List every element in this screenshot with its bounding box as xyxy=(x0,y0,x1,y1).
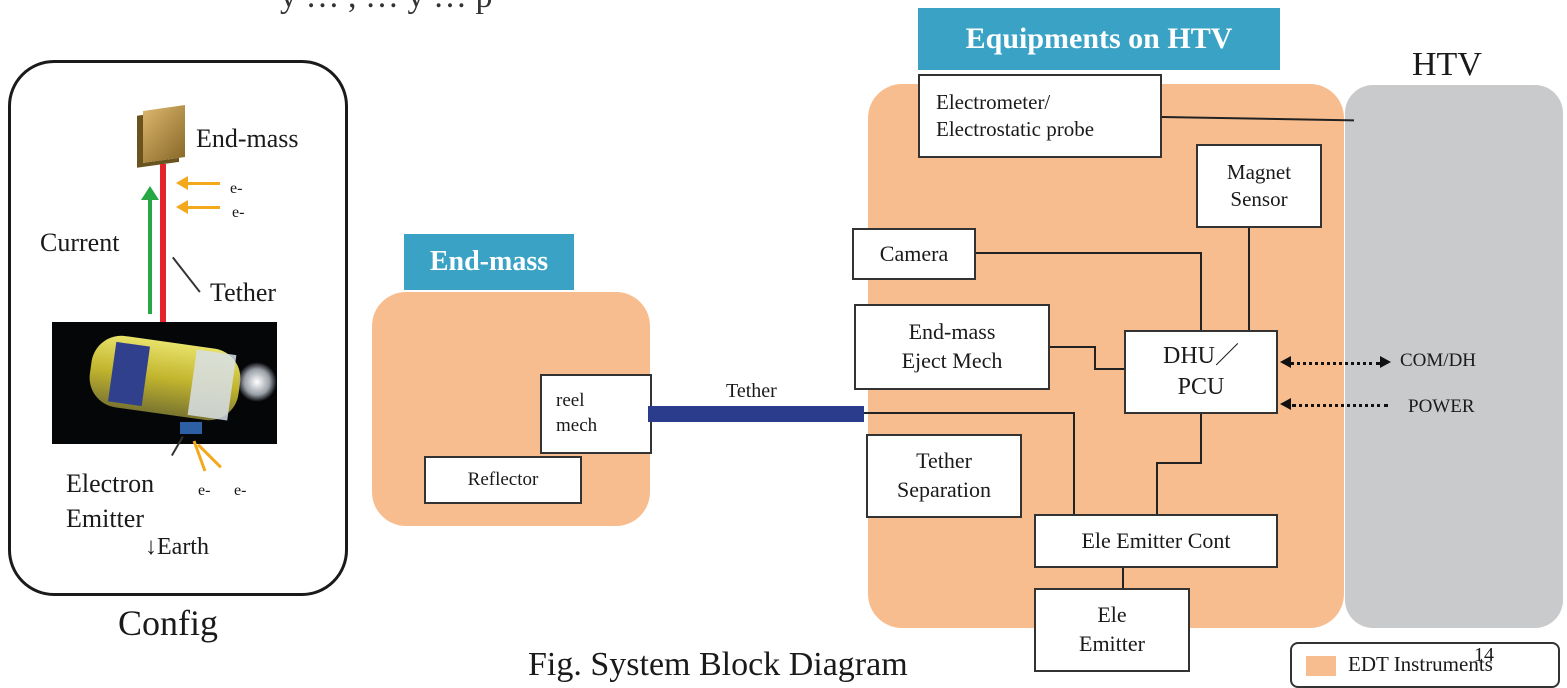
ele-emitter-box: Ele Emitter xyxy=(1034,588,1190,672)
connector-camera-v xyxy=(1200,252,1202,332)
power-label: POWER xyxy=(1408,396,1475,418)
connector-magnet-v xyxy=(1248,226,1250,332)
legend-label: EDT Instruments xyxy=(1348,652,1493,677)
connector-eject-h2 xyxy=(1094,368,1126,370)
connector-emitter-v xyxy=(1122,566,1124,590)
current-arrow-head-icon xyxy=(141,186,159,200)
dhu-pcu-box: DHU／ PCU xyxy=(1124,330,1278,414)
current-arrow-icon xyxy=(148,194,152,314)
com-dh-arrow-right-icon xyxy=(1380,356,1391,368)
magnet-sensor-box: Magnet Sensor xyxy=(1196,144,1322,228)
equipments-title-bar: Equipments on HTV xyxy=(918,8,1280,70)
electron-arrow-icon xyxy=(184,206,220,209)
reel-mech-box: reel mech xyxy=(540,374,652,454)
connector-eject-h1 xyxy=(1048,346,1096,348)
electron-arrow-head-icon xyxy=(176,200,188,214)
config-tether-label: Tether xyxy=(210,278,276,308)
power-dotted-line xyxy=(1292,404,1388,407)
connector-dhu-down-h xyxy=(1156,462,1202,464)
com-dh-dotted-line xyxy=(1290,362,1380,365)
electrometer-box: Electrometer/ Electrostatic probe xyxy=(918,74,1162,158)
figure-caption: Fig. System Block Diagram xyxy=(528,646,908,684)
end-mass-cube-icon xyxy=(143,105,185,163)
red-tether-line xyxy=(160,164,166,330)
ele-emitter-cont-box: Ele Emitter Cont xyxy=(1034,514,1278,568)
connector-dhu-down-v2 xyxy=(1156,462,1158,514)
page-number: 14 xyxy=(1474,644,1494,667)
connector-dhu-down-v xyxy=(1200,412,1202,464)
power-arrow-left-icon xyxy=(1280,398,1291,410)
config-end-mass-label: End-mass xyxy=(196,124,299,154)
reflector-box: Reflector xyxy=(424,456,582,504)
config-caption: Config xyxy=(118,602,218,644)
electron-emitter-label: Electron Emitter xyxy=(66,466,154,536)
htv-label: HTV xyxy=(1412,46,1482,84)
earth-direction-label: ↓Earth xyxy=(145,534,209,561)
camera-box: Camera xyxy=(852,228,976,280)
emitter-device-icon xyxy=(180,422,202,434)
com-dh-arrow-left-icon xyxy=(1280,356,1291,368)
connector-tether-v xyxy=(1073,412,1075,514)
htv-spacecraft-image xyxy=(52,322,277,444)
com-dh-label: COM/DH xyxy=(1400,350,1476,372)
current-label: Current xyxy=(40,228,119,258)
tether-link-label: Tether xyxy=(726,380,777,403)
connector-tether-h xyxy=(864,412,1074,414)
connector-eject-v xyxy=(1094,346,1096,370)
connector-camera-h xyxy=(976,252,1202,254)
tether-separation-box: Tether Separation xyxy=(866,434,1022,518)
emitted-electron-label-b: e- xyxy=(234,482,246,500)
emitted-electron-label-a: e- xyxy=(198,482,210,500)
electron-arrow-head-icon xyxy=(176,176,188,190)
eject-mech-box: End-mass Eject Mech xyxy=(854,304,1050,390)
tether-link xyxy=(648,406,864,422)
legend: EDT Instruments 14 xyxy=(1290,642,1560,688)
legend-swatch xyxy=(1306,656,1336,676)
electron-label-1: e- xyxy=(230,180,242,198)
electron-label-2: e- xyxy=(232,204,244,222)
end-mass-title-bar: End-mass xyxy=(404,234,574,290)
electron-arrow-icon xyxy=(184,182,220,185)
